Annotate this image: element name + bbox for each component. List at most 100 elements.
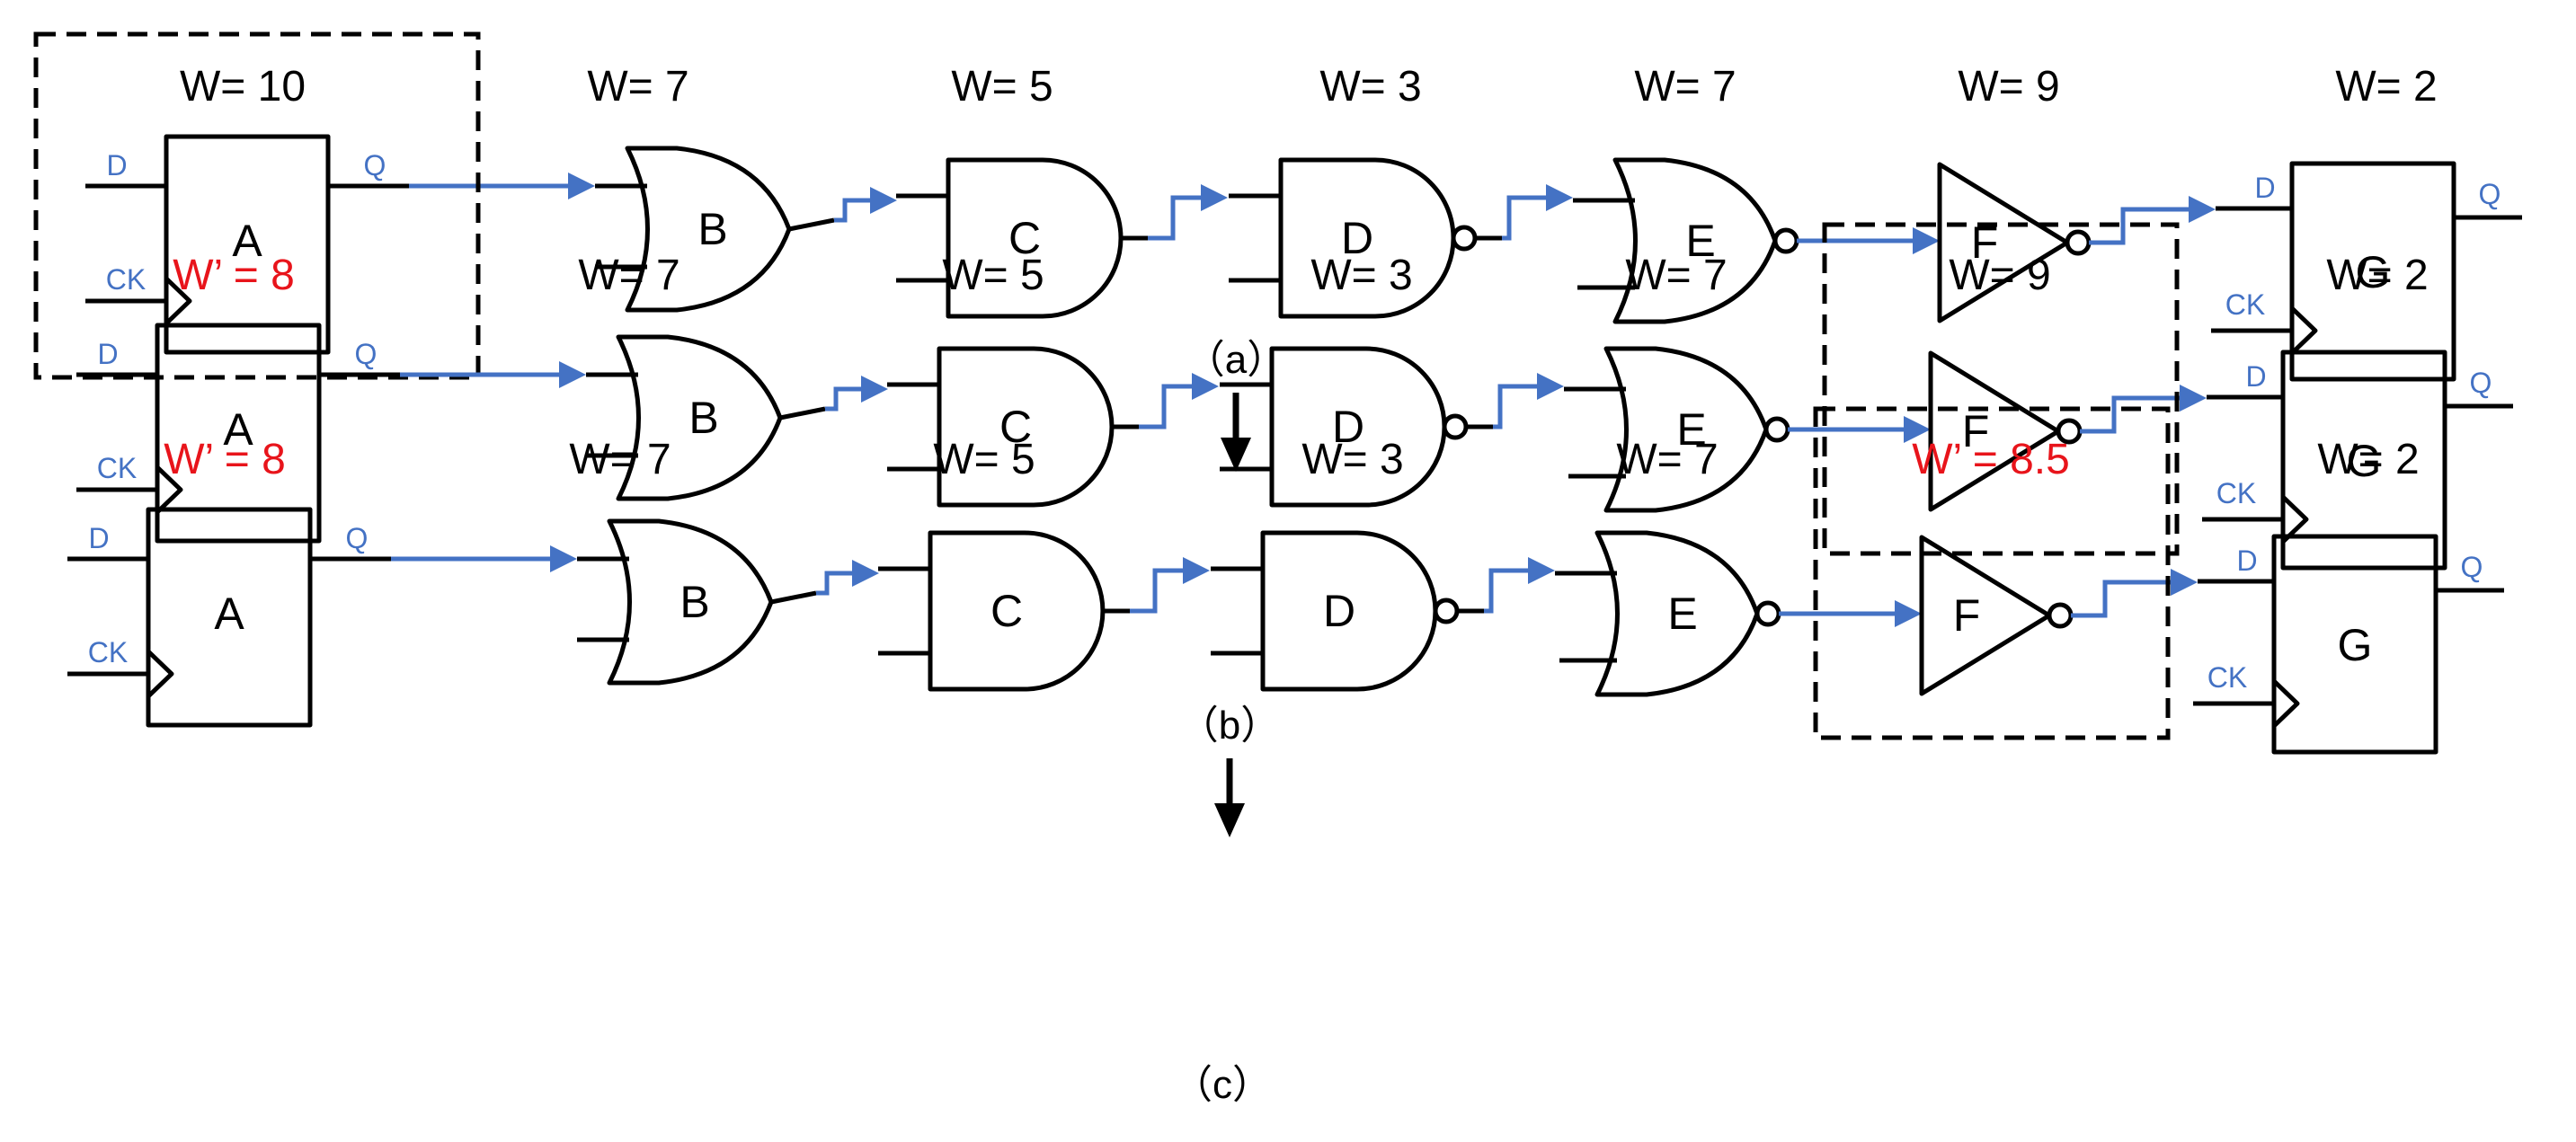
nand-gate-d-bubble-icon [1451, 225, 1478, 252]
wire-c-d-arrow-icon [1201, 184, 1228, 211]
weight-label-g: W= 2 [2335, 63, 2437, 111]
down-arrow-icon [1221, 438, 1251, 472]
gate-label-a: A [223, 404, 253, 455]
weight-label-d: W= 3 [1301, 436, 1403, 483]
gate-label-c: C [1008, 213, 1041, 263]
pin-ck-label-g: CK [2207, 661, 2247, 694]
flip-flop-a-body [164, 134, 331, 355]
gate-label-g: G [2356, 247, 2391, 297]
nor-gate-e-body [1603, 346, 1769, 513]
wire-f-g [2089, 207, 2189, 245]
pin-d-label-g: D [2245, 360, 2266, 393]
wire-b-c-arrow-icon [861, 376, 888, 403]
weight-label-f: W= 9 [1949, 252, 2050, 299]
pin-ck-label-g: CK [2216, 477, 2256, 509]
inverter-f-bubble-icon [2065, 229, 2092, 256]
clock-triangle-icon [2290, 306, 2318, 355]
wire-e-f-arrow-icon [1913, 227, 1940, 254]
flip-flop-a-body [155, 323, 322, 544]
pin-q-label-g: Q [2470, 367, 2492, 399]
inverter-f-body [1937, 162, 2070, 323]
clock-triangle-icon [147, 650, 174, 698]
gate-label-b: B [688, 393, 718, 443]
wire-f-g-arrow-icon [2171, 569, 2198, 596]
and-gate-c-body [937, 346, 1115, 508]
weight-label-a: W’ = 8 [173, 252, 295, 299]
pin-d-label-a: D [97, 338, 118, 370]
dashed-box-f [1813, 406, 2171, 740]
pin-d-label-a: D [106, 149, 127, 181]
flip-flop-g-body [2289, 161, 2456, 382]
row-caption: （a） [1186, 338, 1286, 382]
wire-d-e [1493, 384, 1537, 429]
gate-label-f: F [1962, 406, 1990, 456]
wire-f-g-arrow-icon [2180, 385, 2207, 412]
weight-label-b: W= 7 [569, 436, 671, 483]
nor-gate-e-body [1612, 157, 1778, 324]
dashed-box-f [1822, 222, 2180, 556]
pin-q-label-g: Q [2461, 551, 2483, 583]
wire-b-c-arrow-icon [870, 187, 897, 214]
weight-label-d: W= 3 [1319, 63, 1421, 111]
wire-d-e-arrow-icon [1546, 184, 1573, 211]
gate-label-b: B [680, 577, 709, 627]
or-gate-b-body [607, 518, 774, 686]
gate-label-e: E [1685, 216, 1715, 266]
pin-ck-label-a: CK [97, 452, 137, 484]
wire-d-e [1502, 195, 1546, 241]
wire-d-e-arrow-icon [1528, 557, 1555, 584]
weight-label-a: W’ = 8 [164, 436, 286, 483]
wire-c-d [1139, 384, 1192, 429]
flip-flop-g-body [2271, 534, 2438, 755]
wire-d-e-arrow-icon [1537, 373, 1564, 400]
weight-label-a: W= 10 [180, 63, 306, 111]
gate-label-c: C [990, 586, 1023, 636]
inverter-f-body [1919, 535, 2052, 696]
gate-label-d: D [1323, 586, 1355, 636]
wire-b-c [834, 198, 870, 223]
nand-gate-d-bubble-icon [1442, 413, 1469, 440]
pin-q-label-a: Q [355, 338, 378, 370]
gate-label-g: G [2338, 620, 2373, 670]
or-gate-b-body [616, 334, 783, 501]
nor-gate-e-bubble-icon [1763, 416, 1790, 443]
wire-b-c [816, 571, 852, 596]
gate-label-e: E [1676, 404, 1706, 455]
wire-f-g [2080, 395, 2180, 434]
wire-c-d [1148, 195, 1201, 241]
down-arrow-icon [1214, 803, 1245, 837]
weight-label-d: W= 3 [1310, 252, 1412, 299]
arrow-a-b-icon [559, 361, 586, 388]
nor-gate-e-bubble-icon [1754, 600, 1781, 627]
and-gate-c-body [928, 530, 1106, 692]
weight-label-c: W= 5 [951, 63, 1053, 111]
clock-triangle-icon [155, 465, 183, 514]
weight-label-e: W= 7 [1616, 436, 1718, 483]
gate-label-a: A [214, 589, 244, 639]
pin-ck-label-g: CK [2225, 288, 2265, 321]
wire-c-d [1130, 568, 1183, 614]
weight-label-f: W’ = 8.5 [1912, 436, 2070, 483]
wire-f-g-arrow-icon [2189, 196, 2216, 223]
gate-label-e: E [1667, 589, 1697, 639]
clock-triangle-icon [2272, 679, 2300, 728]
row-a: W= 10 W= 7 W= 5 W= 3 W= 7 W= 9 W= 2 D CK Q A B C D E F D… [33, 31, 2522, 472]
weight-label-b: W= 7 [578, 252, 680, 299]
pin-d-label-a: D [88, 522, 109, 554]
pin-q-label-a: Q [346, 522, 369, 554]
wire-f-g [2071, 580, 2171, 618]
inverter-f-bubble-icon [2047, 602, 2074, 629]
dashed-box-a [33, 31, 481, 380]
arrow-a-b-icon [550, 545, 577, 572]
gate-label-c: C [999, 402, 1032, 452]
weight-label-g: W= 2 [2326, 252, 2428, 299]
wire-d-e [1484, 568, 1528, 614]
weight-label-e: W= 7 [1625, 252, 1727, 299]
wire-b-c-arrow-icon [852, 560, 879, 587]
weight-label-g: W= 2 [2317, 436, 2419, 483]
gate-label-f: F [1953, 590, 1981, 641]
wire-c-d-arrow-icon [1192, 373, 1219, 400]
